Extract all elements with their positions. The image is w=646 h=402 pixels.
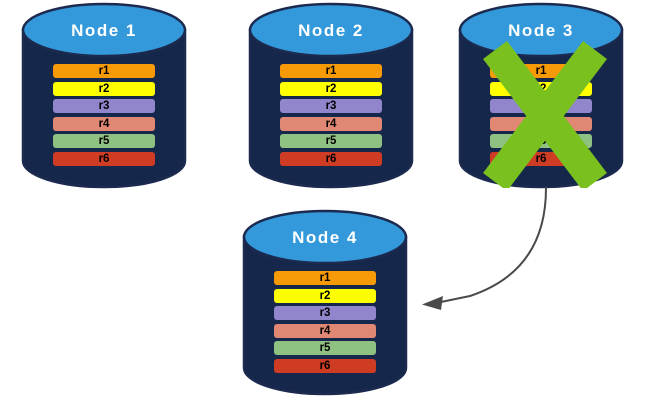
row-bar[interactable]: r1 <box>280 64 382 78</box>
row-list-node-1: r1 r2 r3 r4 r5 r6 <box>53 64 155 166</box>
row-bar[interactable]: r2 <box>53 81 155 96</box>
row-bar[interactable]: r5 <box>53 134 155 149</box>
row-bar[interactable]: r1 <box>490 64 592 78</box>
cylinder-top-cap <box>458 2 624 58</box>
migration-arrow-line <box>435 187 547 304</box>
row-bar[interactable]: r5 <box>274 341 376 356</box>
migration-arrow-head <box>422 296 443 310</box>
row-bar[interactable]: r3 <box>490 99 592 114</box>
row-bar[interactable]: r2 <box>490 81 592 96</box>
row-bar[interactable]: r4 <box>280 116 382 131</box>
row-list-node-3: r1 r2 r3 r4 r5 r6 <box>490 64 592 166</box>
row-bar[interactable]: r5 <box>490 134 592 149</box>
row-bar[interactable]: r3 <box>280 99 382 114</box>
row-list-node-2: r1 r2 r3 r4 r5 r6 <box>280 64 382 166</box>
row-bar[interactable]: r4 <box>274 323 376 338</box>
row-bar[interactable]: r6 <box>490 151 592 166</box>
row-bar[interactable]: r1 <box>53 64 155 78</box>
row-bar[interactable]: r3 <box>53 99 155 114</box>
row-bar[interactable]: r6 <box>274 358 376 373</box>
row-bar[interactable]: r4 <box>53 116 155 131</box>
cylinder-top-cap <box>248 2 414 58</box>
row-bar[interactable]: r2 <box>274 288 376 303</box>
cylinder-top-cap <box>242 209 408 265</box>
row-bar[interactable]: r2 <box>280 81 382 96</box>
row-bar[interactable]: r4 <box>490 116 592 131</box>
cylinder-top-cap <box>21 2 187 58</box>
row-bar[interactable]: r1 <box>274 271 376 285</box>
row-bar[interactable]: r3 <box>274 306 376 321</box>
row-bar[interactable]: r6 <box>280 151 382 166</box>
row-bar[interactable]: r6 <box>53 151 155 166</box>
row-bar[interactable]: r5 <box>280 134 382 149</box>
row-list-node-4: r1 r2 r3 r4 r5 r6 <box>274 271 376 373</box>
